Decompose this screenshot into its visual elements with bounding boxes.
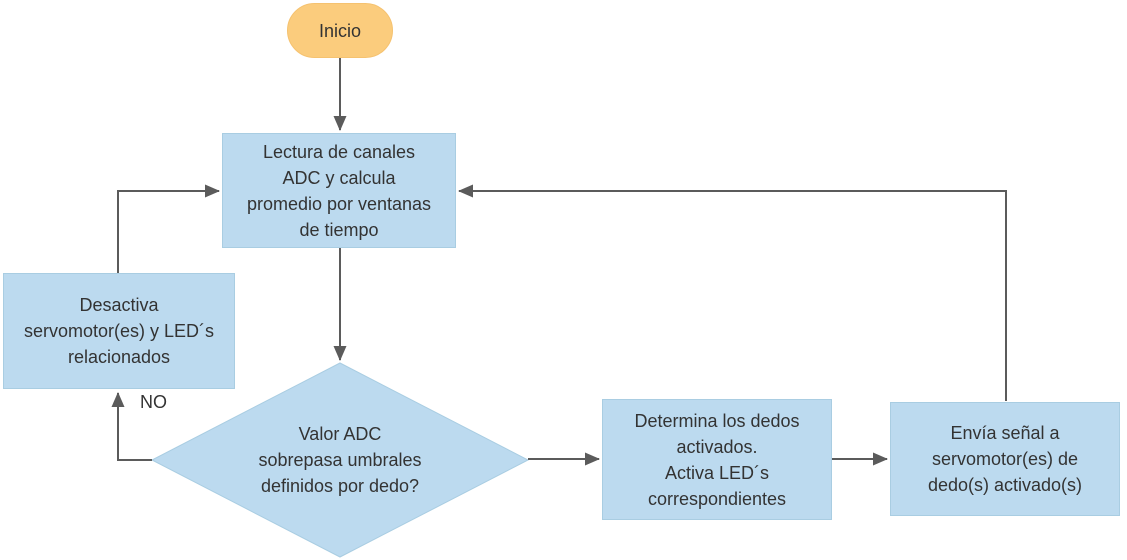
determine-fingers-label: Determina los dedos activados. Activa LE… (634, 410, 800, 509)
send-signal-label: Envía señal a servomotor(es) de dedo(s) … (927, 423, 1083, 495)
send-signal-node: Envía señal a servomotor(es) de dedo(s) … (890, 402, 1120, 516)
determine-fingers-node: Determina los dedos activados. Activa LE… (602, 399, 832, 520)
decision-node: Valor ADC sobrepasa umbrales definidos p… (210, 419, 470, 501)
edge-send-to-read (458, 184, 1007, 401)
decision-label: Valor ADC sobrepasa umbrales definidos p… (258, 424, 422, 496)
edge-decision-no-to-deactivate (111, 392, 152, 461)
no-branch-label: NO (140, 392, 167, 412)
decision-diamond-shape (150, 362, 530, 558)
start-label: Inicio (318, 20, 362, 41)
read-adc-node: Lectura de canales ADC y calcula promedi… (222, 133, 456, 248)
start-node: Inicio (287, 3, 393, 58)
deactivate-servo-node: Desactiva servomotor(es) y LED´s relacio… (3, 273, 235, 389)
deactivate-servo-label: Desactiva servomotor(es) y LED´s relacio… (23, 295, 215, 367)
edge-deactivate-to-read (117, 184, 220, 273)
read-adc-label: Lectura de canales ADC y calcula promedi… (246, 141, 432, 240)
